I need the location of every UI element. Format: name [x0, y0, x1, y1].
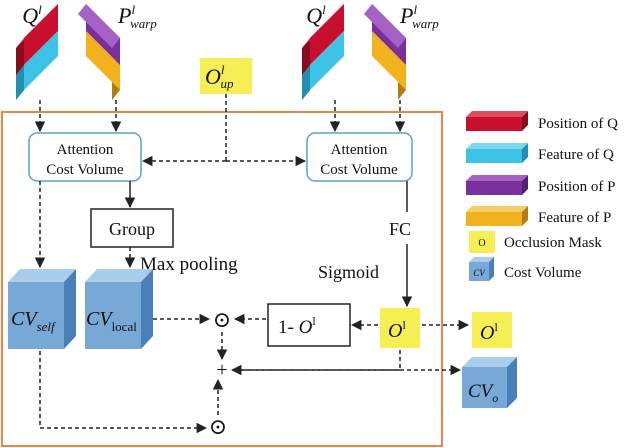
legend-occlusion-symbol: O — [478, 238, 485, 249]
legend-occlusion-text: Occlusion Mask — [504, 235, 602, 251]
occlusion-mask-center — [380, 308, 420, 348]
multiply-operator-bottom: ⊙ — [209, 414, 227, 439]
legend-feature-q — [466, 143, 528, 163]
o-up-mask — [200, 58, 252, 94]
cv-local-label: CVlocal — [86, 308, 137, 334]
q-left-label: Ql — [22, 2, 42, 28]
attention-left-line1: Attention — [57, 142, 114, 158]
occlusion-mask-output — [472, 312, 512, 348]
legend-position-p — [466, 175, 528, 195]
attention-right-line2: Cost Volume — [320, 162, 398, 178]
one-minus-o-box — [267, 303, 351, 347]
fc-label: FC — [389, 219, 411, 239]
legend-cost-volume-text: Cost Volume — [504, 265, 582, 281]
cv-self-label: CVself — [11, 308, 57, 334]
group-label: Group — [109, 219, 155, 239]
group-box — [90, 208, 174, 248]
q-right-label: Ql — [306, 2, 326, 28]
attention-cost-volume-right — [306, 132, 413, 182]
legend-occlusion-swatch — [469, 231, 495, 253]
legend-position-q — [466, 111, 528, 131]
module-frame — [1, 111, 443, 447]
legend: Position of Q Feature of Q Position of P… — [466, 111, 618, 281]
p-left-block — [78, 4, 120, 100]
legend-position-q-text: Position of Q — [538, 116, 618, 132]
legend-cost-volume-swatch — [469, 257, 494, 281]
legend-position-p-text: Position of P — [538, 179, 616, 195]
attention-right-line1: Attention — [331, 142, 388, 158]
cv-local-cube — [85, 269, 153, 349]
q-left-block — [16, 4, 58, 100]
attention-left-line2: Cost Volume — [46, 162, 124, 178]
legend-feature-p — [466, 206, 528, 226]
p-right-block — [364, 4, 406, 100]
attention-cost-volume-left — [28, 132, 142, 182]
connections — [34, 94, 470, 434]
cv-self-cube — [8, 269, 76, 349]
legend-feature-p-text: Feature of P — [538, 210, 611, 226]
q-right-block — [302, 4, 344, 100]
multiply-operator-top: ⊙ — [213, 307, 231, 332]
occlusion-mask-output-label: Ol — [480, 320, 498, 344]
cv-o-cube — [462, 357, 517, 408]
legend-cost-volume-symbol: CV — [473, 268, 486, 278]
sigmoid-label: Sigmoid — [318, 262, 379, 282]
max-pooling-label: Max pooling — [140, 254, 238, 275]
occlusion-mask-center-label: Ol — [388, 318, 406, 342]
add-operator: + — [216, 359, 227, 381]
one-minus-o-label: 1- Ol — [278, 314, 316, 338]
legend-feature-q-text: Feature of Q — [538, 147, 614, 163]
cv-o-label: CVo — [468, 381, 498, 405]
